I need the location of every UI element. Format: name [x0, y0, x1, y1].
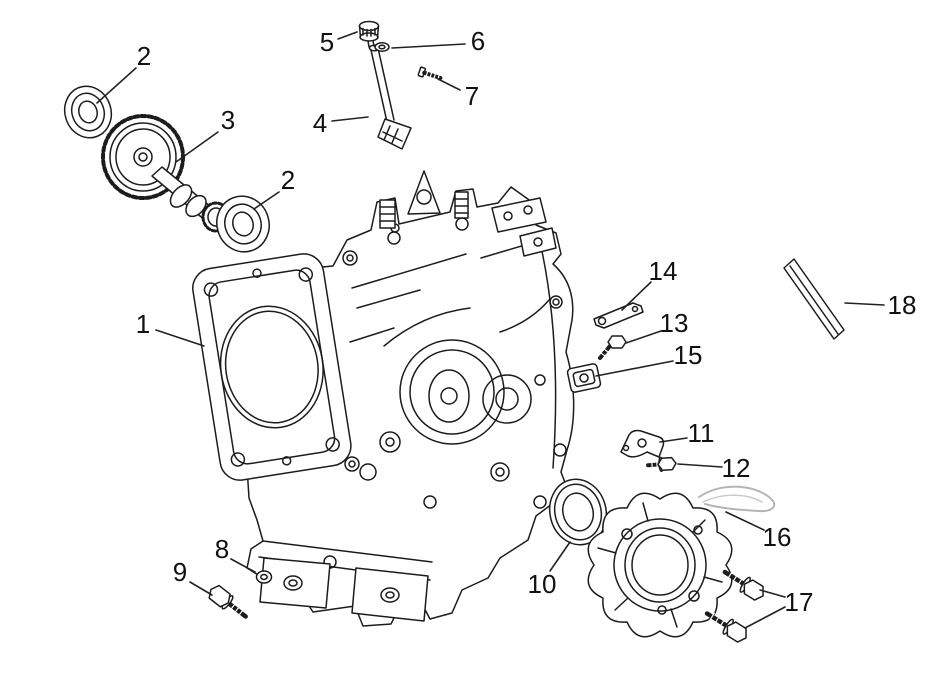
leader-line-17 — [759, 589, 786, 598]
part-5-oil-cap — [360, 22, 379, 48]
leader-line-5 — [337, 31, 358, 40]
part-16-wire — [699, 487, 774, 512]
leader-line-3 — [175, 131, 219, 163]
callout-6-3: 6 — [470, 26, 486, 56]
part-7-screw — [418, 67, 442, 82]
callout-14-8: 14 — [648, 256, 678, 286]
leader-line-9 — [189, 581, 213, 596]
part-10-oil-seal — [543, 473, 613, 551]
leader-line-8 — [230, 558, 256, 573]
leader-line-12 — [677, 463, 723, 468]
callout-2-0: 2 — [136, 41, 152, 71]
leader-line-13 — [625, 330, 662, 344]
leader-line-7 — [437, 78, 461, 91]
leader-line-1 — [155, 329, 205, 347]
leader-line-17 — [744, 606, 786, 629]
part-17-bolt-b — [703, 606, 751, 645]
callout-15-10: 15 — [673, 340, 703, 370]
part-8-washer — [257, 571, 272, 583]
callout-1-7: 1 — [135, 309, 151, 339]
leader-line-2 — [253, 191, 280, 210]
callout-4-5: 4 — [312, 108, 328, 138]
callout-5-2: 5 — [319, 27, 335, 57]
callout-10-15: 10 — [527, 569, 557, 599]
part-4-oil-filler-tube — [370, 45, 412, 149]
part-13-bolt — [600, 336, 626, 358]
part-2-bearing-lower — [210, 189, 277, 258]
part-18-pin — [784, 259, 844, 339]
leader-line-16 — [725, 511, 765, 531]
leader-line-2 — [96, 67, 137, 104]
part-14-link — [594, 303, 643, 328]
callout-7-4: 7 — [464, 81, 480, 111]
leader-line-10 — [549, 541, 571, 572]
callout-8-16: 8 — [214, 534, 230, 564]
callout-3-1: 3 — [220, 105, 236, 135]
leader-line-4 — [331, 116, 369, 122]
leader-line-15 — [595, 360, 674, 377]
callout-16-14: 16 — [762, 522, 792, 552]
part-1-cylinder-face — [190, 251, 354, 483]
leader-line-11 — [659, 437, 688, 443]
part-9-bolt — [206, 583, 251, 623]
part-6-seal-ring — [375, 43, 389, 51]
part-12-bolt — [648, 456, 677, 472]
part-2-bearing-upper — [58, 80, 118, 144]
callout-11-12: 11 — [687, 418, 715, 448]
callout-2-6: 2 — [280, 165, 296, 195]
part-17-bolt-a — [720, 565, 767, 603]
callout-9-17: 9 — [172, 557, 188, 587]
callout-17-18: 17 — [784, 587, 814, 617]
callout-18-11: 18 — [887, 290, 917, 320]
leader-line-18 — [844, 302, 885, 306]
callout-12-13: 12 — [721, 453, 751, 483]
callout-13-9: 13 — [659, 308, 689, 338]
leader-line-14 — [621, 281, 652, 311]
rotor-disc — [588, 493, 732, 637]
leader-line-6 — [391, 43, 466, 49]
